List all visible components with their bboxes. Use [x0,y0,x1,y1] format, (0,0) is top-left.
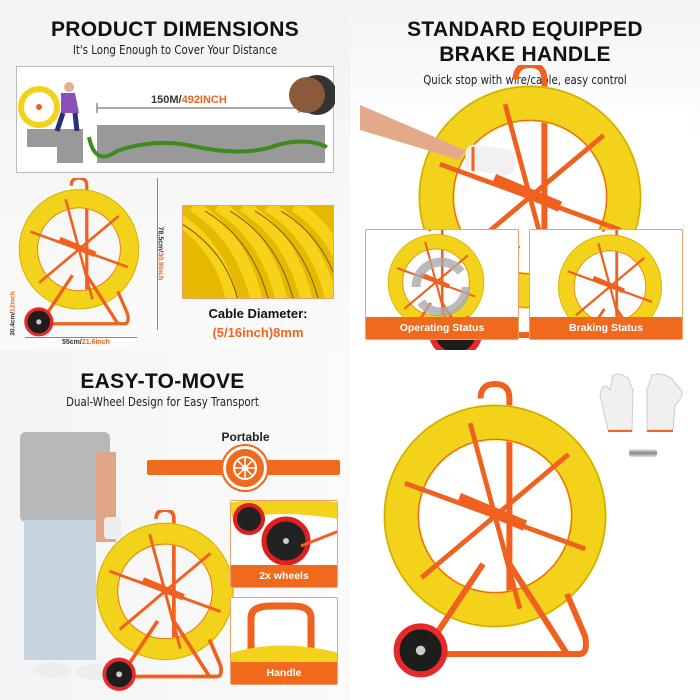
depth-metric: 30.4cm/ [9,311,17,336]
cable-diameter-value: (5/16inch)8mm [212,325,304,340]
distance-illustration: 150M/492INCH [16,66,337,173]
brake-handle-panel: STANDARD EQUIPPED BRAKE HANDLE Quick sto… [350,0,700,350]
handle-closeup-image [231,602,337,668]
depth-imperial: 12inch [9,291,17,312]
card-label: 2x wheels [231,565,337,587]
rotate-arrows-icon [411,257,471,317]
easy-to-move-panel: EASY-TO-MOVE Dual-Wheel Design for Easy … [0,350,350,700]
operating-status-card: Operating Status [365,229,519,340]
width-dimension-label: 55cm/21.6inch [62,339,110,346]
width-imperial: 21.6inch [81,339,110,346]
height-imperial: 30.9inch [156,252,164,281]
gloved-hand-image [360,105,516,176]
width-metric: 55cm/ [62,339,82,346]
person-image [20,432,122,680]
card-label: Operating Status [366,317,518,339]
panel-title-line1: STANDARD EQUIPPED [407,18,643,41]
length-imperial: 492INCH [181,94,227,106]
depth-dimension-label: 30.4cm/12inch [10,279,17,349]
gloves-image [599,373,683,432]
wheel-closeup-image [231,501,337,566]
panel-title: EASY-TO-MOVE [80,370,245,393]
width-dimension-line [25,337,137,338]
reel-product-image [14,176,144,340]
wheels-card: 2x wheels [230,500,338,588]
cable-closeup-image [182,205,334,299]
product-dimensions-panel: PRODUCT DIMENSIONS It's Long Enough to C… [0,0,350,350]
handle-card: Handle [230,597,338,685]
distance-scene-image [18,75,337,163]
cable-diameter-label: Cable Diameter: [208,306,308,321]
height-dimension-label: 78.5cm/30.9inch [157,214,164,294]
panel-subtitle: It's Long Enough to Cover Your Distance [72,43,278,57]
cable-length-label: 150M/492INCH [151,94,227,106]
portable-label: Portable [221,430,270,444]
card-label: Braking Status [530,317,682,339]
product-package-panel [350,350,700,700]
wheel-icon [221,444,269,492]
panel-subtitle: Quick stop with wire/cable, easy control [423,73,627,87]
panel-title: PRODUCT DIMENSIONS [50,18,300,41]
length-metric: 150M/ [151,94,182,106]
reel-main-image [375,378,615,690]
panel-title-line2: BRAKE HANDLE [439,43,611,66]
height-metric: 78.5cm/ [156,226,164,253]
braking-status-card: Braking Status [529,229,683,340]
height-dimension-line [157,178,158,330]
card-label: Handle [231,662,337,684]
connector-part-image [629,449,657,457]
panel-subtitle: Dual-Wheel Design for Easy Transport [66,395,259,409]
reel-moving-image [90,508,240,695]
